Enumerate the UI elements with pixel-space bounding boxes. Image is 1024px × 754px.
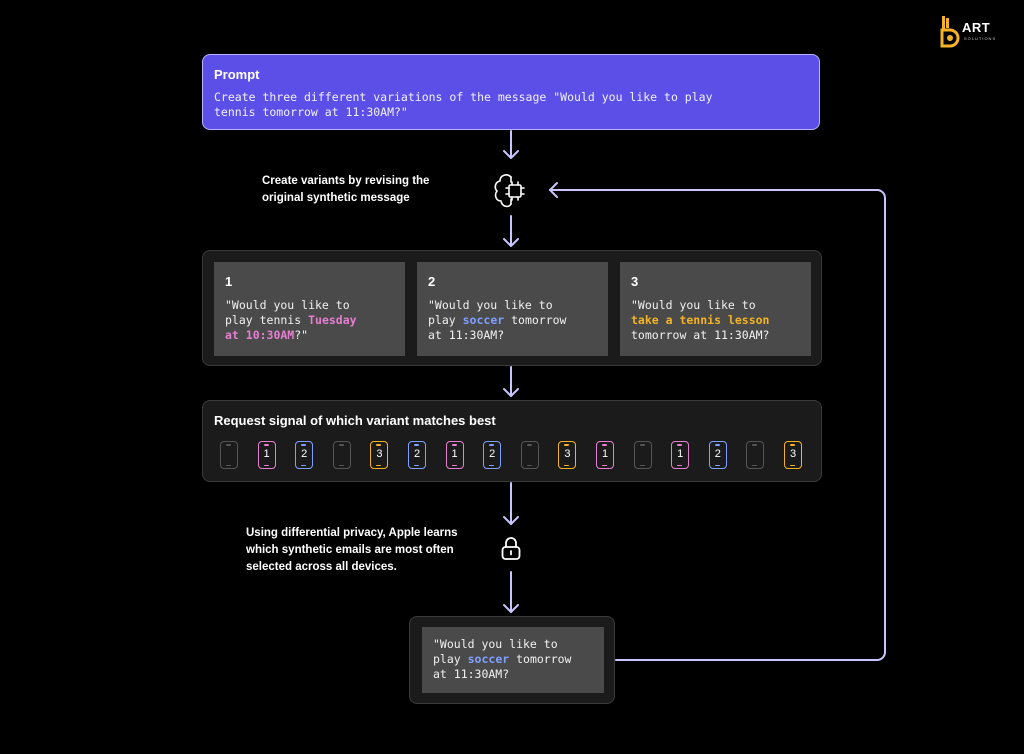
phone-icon <box>332 441 351 469</box>
caption-line: Create variants by revising the <box>262 175 430 187</box>
caption-line: Using differential privacy, Apple learns <box>246 527 458 539</box>
variant-line: "Would you like to <box>225 298 350 312</box>
variant-line: "Would you like to <box>428 298 553 312</box>
result-fragment: play <box>433 652 468 666</box>
phone-icon: 3 <box>558 441 577 469</box>
prompt-title: Prompt <box>214 67 260 82</box>
phone-variant-number: 2 <box>413 448 421 460</box>
privacy-step-caption: Using differential privacy, Apple learns… <box>246 525 458 576</box>
variant-text: "Would you like to play soccer tomorrow … <box>428 298 597 343</box>
phone-variant-number: 3 <box>564 448 571 460</box>
phone-icon: 2 <box>483 441 502 469</box>
caption-line: selected across all devices. <box>246 561 397 573</box>
logo-subtext: SOLUTIONS <box>964 36 997 41</box>
variants-panel: 1 "Would you like to play tennis Tuesday… <box>202 250 822 366</box>
prompt-text-line: tennis tomorrow at 11:30AM?" <box>214 105 408 119</box>
prompt-box: Prompt Create three different variations… <box>202 54 820 130</box>
variant-fragment: play <box>428 313 463 327</box>
feedback-loop-arrow <box>549 189 886 661</box>
variant-text: "Would you like to play tennis Tuesday a… <box>225 298 394 343</box>
phone-variant-number: 3 <box>376 448 383 460</box>
caption-line: which synthetic emails are most often <box>246 544 454 556</box>
phone-icon <box>220 441 238 469</box>
prompt-text-line: Create three different variations of the… <box>214 90 713 104</box>
variant-number: 2 <box>428 274 436 289</box>
variant-highlight: Tuesday <box>308 313 357 327</box>
logo: ART SOLUTIONS <box>940 16 995 53</box>
variant-fragment: play tennis <box>225 313 309 327</box>
signal-panel: Request signal of which variant matches … <box>202 400 822 482</box>
phone-variant-number: 1 <box>677 448 684 460</box>
signal-title: Request signal of which variant matches … <box>214 413 496 428</box>
variant-line: at 10:30AM?" <box>225 328 394 343</box>
variant-line: at 11:30AM? <box>428 328 505 342</box>
variant-number: 1 <box>225 274 233 289</box>
result-highlight: soccer <box>467 652 510 666</box>
variant-fragment: tomorrow <box>504 313 567 327</box>
variant-highlight: take a tennis lesson <box>631 313 770 327</box>
phone-icon: 1 <box>445 441 464 469</box>
variant-highlight: soccer <box>462 313 505 327</box>
phone-icon: 1 <box>596 441 614 469</box>
phone-icon: 1 <box>671 441 690 469</box>
result-panel: "Would you like to play soccer tomorrow … <box>409 616 615 704</box>
phone-icon: 2 <box>408 441 426 469</box>
phone-icon: 3 <box>370 441 389 469</box>
result-line: at 11:30AM? <box>433 667 510 681</box>
result-line: "Would you like to <box>433 637 558 651</box>
variant-line: "Would you like to <box>631 298 756 312</box>
phone-icon: 1 <box>257 441 276 469</box>
variant-line: play soccer tomorrow <box>428 313 597 328</box>
result-card: "Would you like to play soccer tomorrow … <box>422 627 604 693</box>
result-line: play soccer tomorrow <box>433 652 593 667</box>
variant-line: tomorrow at 11:30AM? <box>631 328 770 342</box>
phone-variant-number: 2 <box>714 448 721 460</box>
variant-step-caption: Create variants by revising the original… <box>262 173 429 207</box>
result-fragment: tomorrow <box>509 652 572 666</box>
phone-icon <box>520 441 539 469</box>
phone-icon: 2 <box>295 441 314 469</box>
variant-number: 3 <box>631 274 639 289</box>
phone-icon: 3 <box>784 441 802 469</box>
variant-line: play tennis Tuesday <box>225 313 394 328</box>
brain-chip-icon <box>494 174 525 208</box>
phone-icon: 2 <box>708 441 727 469</box>
variant-highlight: at 10:30AM <box>225 328 295 342</box>
variant-fragment: ?" <box>294 328 309 342</box>
variant-card-1: 1 "Would you like to play tennis Tuesday… <box>214 262 405 356</box>
variant-card-2: 2 "Would you like to play soccer tomorro… <box>417 262 608 356</box>
variant-card-3: 3 "Would you like to take a tennis lesso… <box>620 262 811 356</box>
lock-icon <box>501 537 521 560</box>
phone-variant-number: 1 <box>451 448 458 460</box>
phone-variant-number: 1 <box>601 448 609 460</box>
caption-line: original synthetic message <box>262 192 410 204</box>
phone-icon <box>633 441 652 469</box>
phone-variant-number: 1 <box>263 448 270 460</box>
result-text: "Would you like to play soccer tomorrow … <box>433 637 593 682</box>
logo-icon <box>940 16 960 48</box>
phone-variant-number: 2 <box>489 448 496 460</box>
variant-text: "Would you like to take a tennis lesson … <box>631 298 800 343</box>
phone-variant-number: 2 <box>301 448 308 460</box>
logo-text: ART <box>962 20 991 35</box>
prompt-text: Create three different variations of the… <box>214 90 808 120</box>
phone-icon <box>746 441 765 469</box>
phone-variant-number: 3 <box>789 448 797 460</box>
